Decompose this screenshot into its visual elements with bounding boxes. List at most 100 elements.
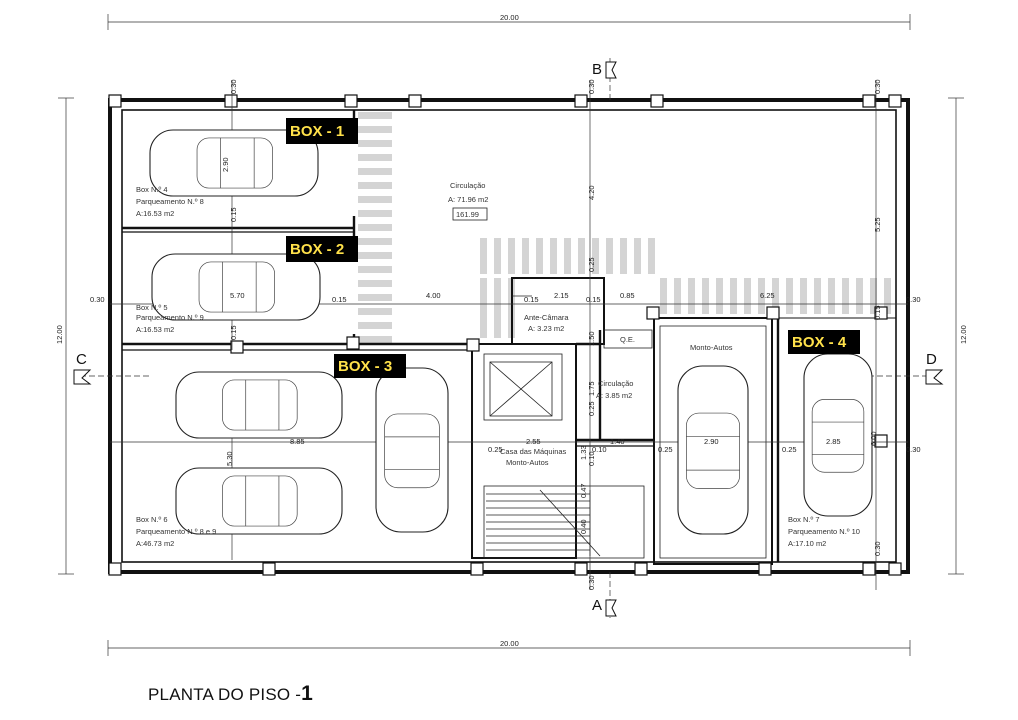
box-tag-2: BOX - 2 (286, 236, 358, 262)
column (766, 306, 780, 320)
svg-text:BOX - 2: BOX - 2 (290, 241, 344, 258)
dim-label: 0.30 (587, 79, 596, 94)
column (874, 306, 888, 320)
column (574, 94, 588, 108)
dim-label: 0.15 (229, 325, 238, 340)
dim-label: 1.33 (579, 445, 588, 460)
dim-label: 2.90 (221, 157, 230, 172)
dim-label: 0.30 (906, 445, 921, 454)
column (888, 94, 902, 108)
dim-label: 6.00 (869, 431, 878, 446)
svg-text:BOX - 4: BOX - 4 (792, 334, 847, 351)
column (344, 94, 358, 108)
box-tag-4: BOX - 4 (788, 330, 860, 354)
box4-area: A:16.53 m2 (136, 209, 174, 218)
dim-label: 0.30 (229, 79, 238, 94)
column (262, 562, 276, 576)
car (151, 253, 321, 321)
monto-autos-label: Monto-Autos (690, 343, 733, 352)
car (803, 353, 873, 517)
column (862, 94, 876, 108)
machine-room-line2: Monto-Autos (506, 458, 549, 467)
dim-label: 0.15 (524, 295, 539, 304)
parked-cars (149, 129, 873, 535)
dim-label: 4.20 (587, 185, 596, 200)
column (646, 306, 660, 320)
plan-title-text: PLANTA DO PISO - (148, 685, 302, 704)
column (862, 562, 876, 576)
antecamara-area: A: 3.23 m2 (528, 324, 564, 333)
column (108, 94, 122, 108)
dim-label: 0.25 (587, 257, 596, 272)
box-tag-1: BOX - 1 (286, 118, 358, 144)
box7-name: Box N.º 7 (788, 515, 820, 524)
dim-label: 0.85 (620, 291, 635, 300)
box6-area: A:46.73 m2 (136, 539, 174, 548)
dimension-labels: 0.30 0.30 0.30 2.90 0.15 0.15 4.20 5.25 … (90, 79, 921, 590)
dim-left-total: 12.00 (55, 325, 64, 344)
car (677, 365, 749, 535)
dim-label: 0.15 (873, 305, 882, 320)
column (758, 562, 772, 576)
circulation2-area: A: 3.85 m2 (596, 391, 632, 400)
dim-label: 5.30 (225, 451, 234, 466)
dim-label: 0.30 (873, 79, 882, 94)
room-labels: Box N.º 4 Parqueamento N.º 8 A:16.53 m2 … (136, 181, 860, 548)
plan-title: PLANTA DO PISO -1 (148, 682, 313, 706)
overall-dimensions: 20.00 20.00 12.00 12.00 (55, 13, 968, 656)
column (888, 562, 902, 576)
interior-dimension-lines (110, 80, 908, 590)
structural-columns (108, 94, 902, 576)
dim-label: 0.10 (592, 445, 607, 454)
pedestrian-stripes (358, 112, 891, 343)
antecamara-name: Ante-Câmara (524, 313, 569, 322)
dim-label: 1.40 (610, 437, 625, 446)
box7-area: A:17.10 m2 (788, 539, 826, 548)
section-c-label: C (76, 351, 87, 368)
dim-label: 4.00 (426, 291, 441, 300)
section-a-label: A (592, 597, 602, 614)
column (408, 94, 422, 108)
dim-label: 0.30 (906, 295, 921, 304)
column (224, 94, 238, 108)
dim-label: 5.70 (230, 291, 245, 300)
column (650, 94, 664, 108)
floor-level: 161.99 (456, 210, 479, 219)
dim-label: 0.30 (587, 575, 596, 590)
column (346, 336, 360, 350)
svg-text:BOX - 3: BOX - 3 (338, 358, 392, 375)
dim-label: 1.75 (587, 381, 596, 396)
machine-room-line1: Casa das Máquinas (500, 447, 567, 456)
dim-label: 1.50 (587, 331, 596, 346)
column (634, 562, 648, 576)
column (466, 338, 480, 352)
dim-top-total: 20.00 (500, 13, 519, 22)
dim-label: 0.30 (90, 295, 105, 304)
dim-label: 0.30 (873, 541, 882, 556)
dim-label: 0.25 (488, 445, 503, 454)
car (149, 129, 319, 197)
column (230, 340, 244, 354)
box5-name: Box N.º 5 (136, 303, 168, 312)
dim-label: 5.25 (873, 217, 882, 232)
column (470, 562, 484, 576)
car (175, 467, 343, 535)
dim-bottom-total: 20.00 (500, 639, 519, 648)
box6-name: Box N.º 6 (136, 515, 168, 524)
dim-label: 0.10 (587, 451, 596, 466)
box-tag-3: BOX - 3 (334, 354, 406, 378)
circulation2-name: Circulação (598, 379, 633, 388)
dim-label: 0.25 (782, 445, 797, 454)
section-markers: B A C D (73, 58, 944, 618)
section-d-label: D (926, 351, 937, 368)
section-b-label: B (592, 61, 602, 78)
car (175, 371, 343, 439)
circulation-area: A: 71.96 m2 (448, 195, 488, 204)
box5-parking: Parqueamento N.º 9 (136, 313, 204, 322)
box4-name: Box N.º 4 (136, 185, 168, 194)
column (108, 562, 122, 576)
plan-title-number: 1 (301, 682, 313, 705)
box7-parking: Parqueamento N.º 10 (788, 527, 860, 536)
column (874, 434, 888, 448)
box4-parking: Parqueamento N.º 8 (136, 197, 204, 206)
